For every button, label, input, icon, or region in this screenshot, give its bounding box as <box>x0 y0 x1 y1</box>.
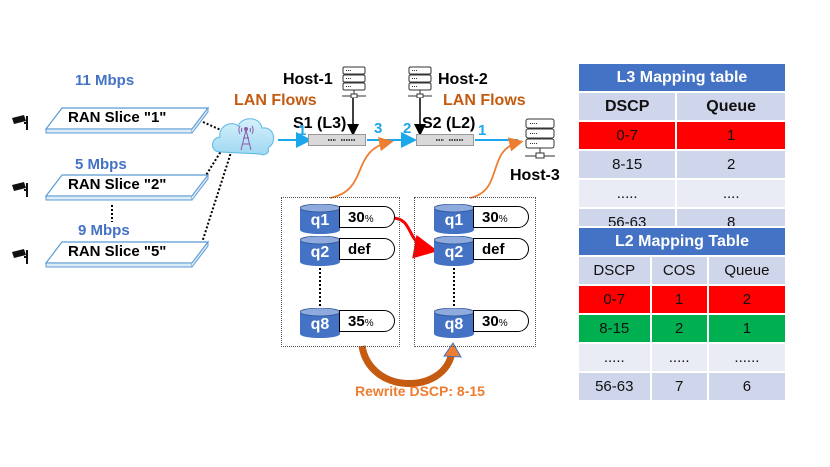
remap-arrow <box>391 216 438 259</box>
slice-rate-5: 9 Mbps <box>78 222 130 239</box>
slice-plate-2 <box>44 173 210 201</box>
table-cell: 0-7 <box>576 120 678 151</box>
host-1-label: Host-1 <box>283 71 333 88</box>
l2-header-dscp: DSCP <box>577 255 652 286</box>
table-row: ................ <box>577 342 788 373</box>
l2-header-queue: Queue <box>706 255 788 286</box>
switch-s1-icon[interactable] <box>308 134 366 146</box>
port-s1-in: 1 <box>298 122 307 139</box>
table-cell: ...... <box>706 342 788 373</box>
table-cell: 1 <box>675 120 787 151</box>
queue-ellipsis-s2 <box>453 268 455 313</box>
rewrite-arrow <box>358 345 456 387</box>
slice-label-5: RAN Slice "5" <box>68 243 167 260</box>
queue-cylinder-s1-q8: q8 <box>299 307 341 338</box>
table-cell: .... <box>675 178 787 209</box>
queue-cylinder-s2-q1: q1 <box>433 203 475 234</box>
queue-link-s2 <box>469 137 524 199</box>
queue-cylinder-s1-q2: q2 <box>299 235 341 266</box>
slice-link-5 <box>197 139 236 256</box>
host-3-label: Host-3 <box>510 167 560 184</box>
l3-header-dscp: DSCP <box>576 91 678 122</box>
port-s2-out: 1 <box>478 122 487 139</box>
slice-rate-2: 5 Mbps <box>75 156 127 173</box>
queue-panel-s1 <box>281 197 400 347</box>
queue-weight-s2-q8: 30% <box>473 310 529 332</box>
queue-weight-s1-q8: 35% <box>339 310 395 332</box>
table-cell: 2 <box>706 284 788 315</box>
l2-table-title: L2 Mapping Table <box>577 226 787 257</box>
slice-label-2: RAN Slice "2" <box>68 176 167 193</box>
queue-weight-s2-q1: 30% <box>473 206 529 228</box>
slice-rate-1: 11 Mbps <box>75 72 135 89</box>
slice-label-1: RAN Slice "1" <box>68 109 167 126</box>
lan-flows-label-2: LAN Flows <box>443 92 526 109</box>
host-2-label: Host-2 <box>438 71 488 88</box>
table-cell: 1 <box>649 284 709 315</box>
l3-table-title: L3 Mapping table <box>577 62 787 93</box>
table-cell: 56-63 <box>577 371 652 402</box>
queue-weight-s1-q1: 30% <box>339 206 395 228</box>
server-icon-host3[interactable] <box>522 118 558 160</box>
server-icon-host1[interactable] <box>340 66 368 98</box>
queue-cylinder-s2-q2: q2 <box>433 235 475 266</box>
server-icon-host2[interactable] <box>406 66 434 98</box>
l3-header-queue: Queue <box>675 91 787 122</box>
slice-link-1 <box>202 121 233 136</box>
table-cell: 2 <box>649 313 709 344</box>
queue-weight-s2-q2: def <box>473 238 529 260</box>
table-cell: 8-15 <box>577 313 652 344</box>
cloud-ran-icon <box>212 118 275 156</box>
switch-s2-icon[interactable] <box>416 134 474 146</box>
table-cell: 2 <box>675 149 787 180</box>
table-row: ......... <box>576 178 787 209</box>
queue-ellipsis-s1 <box>319 268 321 313</box>
slice-plate-5 <box>44 240 210 268</box>
camera-icon-3 <box>10 246 32 271</box>
lan-flows-label-1: LAN Flows <box>234 92 317 109</box>
camera-icon-1 <box>10 112 32 137</box>
table-cell: 0-7 <box>577 284 652 315</box>
queue-panel-s2 <box>414 197 536 347</box>
l2-header-cos: COS <box>649 255 709 286</box>
table-cell: ..... <box>649 342 709 373</box>
queue-link-s1 <box>329 137 394 199</box>
table-cell: 6 <box>706 371 788 402</box>
port-s2-in: 2 <box>403 120 412 137</box>
tower-icon <box>238 125 254 151</box>
table-cell: 7 <box>649 371 709 402</box>
rewrite-dscp-label: Rewrite DSCP: 8-15 <box>355 383 485 399</box>
queue-cylinder-s1-q1: q1 <box>299 203 341 234</box>
table-cell: 8-15 <box>576 149 678 180</box>
slice-plate-1 <box>44 106 210 134</box>
switch-s2-label: S2 (L2) <box>422 115 476 132</box>
switch-s1-label: S1 (L3) <box>293 115 347 132</box>
camera-icon-2 <box>10 179 32 204</box>
port-s1-out: 3 <box>374 120 383 137</box>
queue-cylinder-s2-q8: q8 <box>433 307 475 338</box>
table-cell: ..... <box>577 342 652 373</box>
table-cell: ..... <box>576 178 678 209</box>
table-cell: 1 <box>706 313 788 344</box>
queue-weight-s1-q2: def <box>339 238 395 260</box>
